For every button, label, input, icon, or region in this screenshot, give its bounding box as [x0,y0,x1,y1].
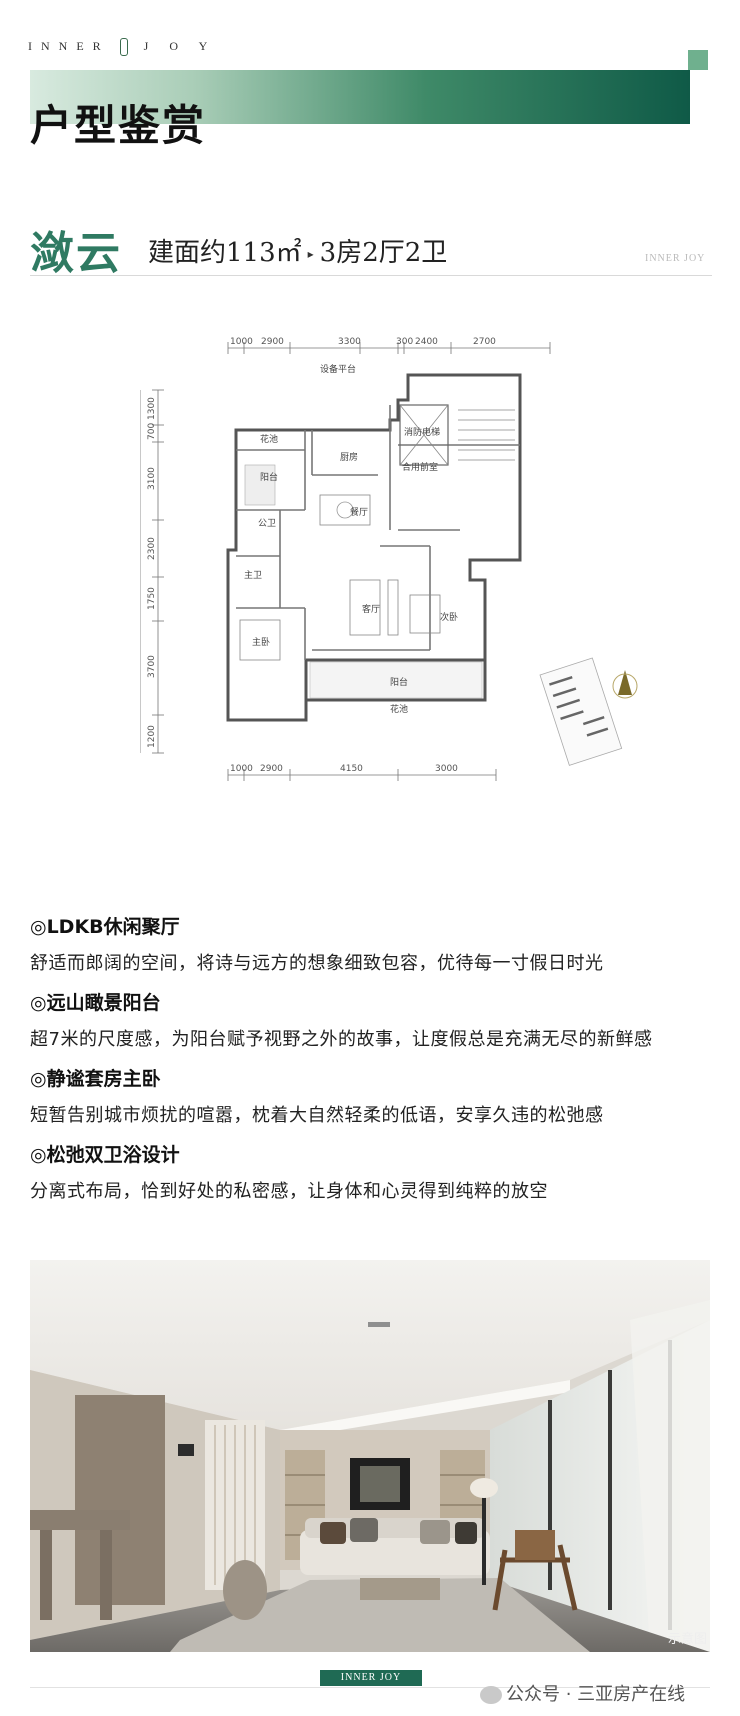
wechat-icon [480,1686,502,1704]
room-living: 客厅 [362,603,380,615]
top-dim-4: 300 [396,337,413,347]
feature-title: ◎LDKB休闲聚厅 [30,916,180,938]
unit-brand-mark: INNER JOY [645,253,706,264]
key-plan-icon [539,657,623,766]
feature-item: ◎LDKB休闲聚厅 舒适而郎阔的空间，将诗与远方的想象细致包容，优待每一寸假日时… [30,912,720,975]
room-master-bath: 主卫 [244,569,262,581]
footer-brand-badge: INNER JOY [320,1670,422,1686]
living-room-render [30,1260,710,1652]
left-dim-7: 1200 [147,725,157,748]
room-fire-elevator: 消防电梯 [404,426,440,438]
left-dim-6: 3700 [147,655,157,678]
wechat-account-label: 公众号 · 三亚房产在线 [506,1684,686,1705]
left-dim-2: 700 [147,423,157,440]
title-banner [30,70,690,124]
room-garden-bottom: 花池 [390,703,408,715]
brand-logo: INNER J O Y [28,38,216,56]
feature-title: ◎远山瞰景阳台 [30,992,161,1014]
top-dim-5: 2400 [415,337,438,347]
wechat-account[interactable]: 公众号 · 三亚房产在线 [480,1680,685,1706]
top-dim-2: 2900 [261,337,284,347]
top-dim-1: 1000 [230,337,253,347]
room-balcony-side: 阳台 [260,471,278,483]
room-public-bath: 公卫 [258,518,276,529]
room-dining: 餐厅 [350,506,368,518]
room-kitchen: 厨房 [340,451,358,463]
left-dim-4: 2300 [147,537,157,560]
logo-mark-icon [119,38,128,56]
bottom-dim-2: 2900 [260,764,283,774]
room-lobby: 合用前室 [402,461,438,473]
bottom-dim-4: 3000 [435,764,458,774]
unit-layout: 3房2厅2卫 [319,238,448,268]
feature-list: ◎LDKB休闲聚厅 舒适而郎阔的空间，将诗与远方的想象细致包容，优待每一寸假日时… [30,912,720,1216]
feature-desc: 超7米的尺度感，为阳台赋予视野之外的故事，让度假总是充满无尽的新鲜感 [30,1029,653,1050]
feature-title: ◎静谧套房主卧 [30,1068,161,1090]
brand-right: J O Y [143,38,217,53]
left-dim-3: 3100 [147,467,157,490]
bottom-dim-1: 1000 [230,764,253,774]
spec-separator: ▸ [307,247,314,261]
feature-item: ◎松弛双卫浴设计 分离式布局，恰到好处的私密感，让身体和心灵得到纯粹的放空 [30,1140,720,1203]
photo-label: 示意图 [668,1632,708,1647]
unit-spec: 建面约113㎡ ▸ 3房2厅2卫 [148,232,447,269]
divider [30,275,712,276]
unit-name: 潋云 [30,228,122,279]
feature-desc: 分离式布局，恰到好处的私密感，让身体和心灵得到纯粹的放空 [30,1181,548,1202]
footer-divider [30,1687,710,1688]
room-garden-top: 花池 [260,433,278,445]
page-title: 户型鉴赏 [30,101,207,150]
brand-left: INNER [28,38,110,53]
left-dim-5: 1750 [147,587,157,610]
room-equipment: 设备平台 [320,363,356,375]
bottom-dim-3: 4150 [340,764,363,774]
room-balcony-main: 阳台 [390,676,408,688]
feature-desc: 短暂告别城市烦扰的喧嚣，枕着大自然轻柔的低语，安享久违的松弛感 [30,1105,604,1126]
banner-accent [688,50,708,70]
feature-title: ◎松弛双卫浴设计 [30,1144,180,1166]
top-dim-3: 3300 [338,337,361,347]
floor-plan: 1000 2900 3300 300 2400 2700 1300 700 31… [140,337,638,781]
north-arrow-icon [612,670,638,699]
feature-item: ◎远山瞰景阳台 超7米的尺度感，为阳台赋予视野之外的故事，让度假总是充满无尽的新… [30,988,720,1051]
left-dim-1: 1300 [147,397,157,420]
feature-item: ◎静谧套房主卧 短暂告别城市烦扰的喧嚣，枕着大自然轻柔的低语，安享久违的松弛感 [30,1064,720,1127]
top-dim-6: 2700 [473,337,496,347]
room-second-bed: 次卧 [440,611,458,623]
room-master-bed: 主卧 [252,636,270,648]
feature-desc: 舒适而郎阔的空间，将诗与远方的想象细致包容，优待每一寸假日时光 [30,953,604,974]
unit-area: 建面约113㎡ [148,238,302,268]
